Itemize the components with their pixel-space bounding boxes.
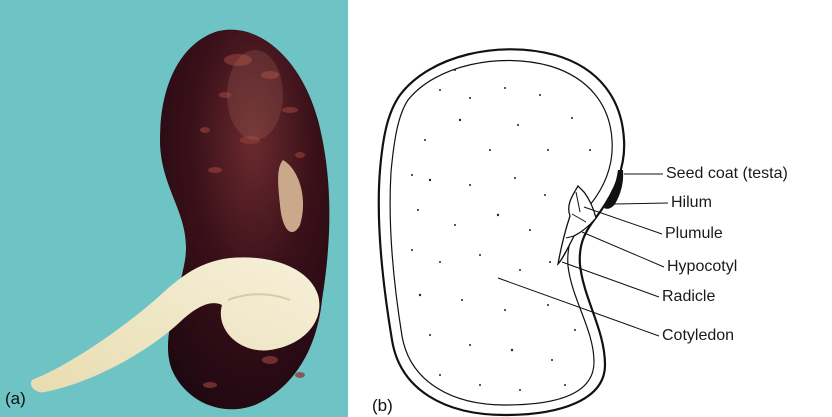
germinating-seed-photo: (a) (0, 0, 348, 417)
seed-diagram-drawing (348, 0, 832, 417)
label-cotyledon: Cotyledon (662, 327, 734, 345)
seed-photo-illustration (0, 0, 348, 417)
seed-diagram: (b) (348, 0, 832, 417)
label-hypocotyl: Hypocotyl (667, 258, 737, 276)
leader-hilum (614, 203, 668, 204)
leader-plumule (584, 207, 662, 234)
leader-hypocotyl (582, 232, 664, 267)
label-plumule: Plumule (665, 225, 723, 243)
label-seed-coat: Seed coat (testa) (666, 165, 788, 183)
panel-label-b: (b) (372, 396, 393, 416)
seed-coat-outline (379, 49, 624, 415)
panel-label-a: (a) (5, 389, 26, 409)
label-radicle: Radicle (662, 288, 715, 306)
seed-highlight (227, 50, 283, 140)
label-hilum: Hilum (671, 194, 712, 212)
